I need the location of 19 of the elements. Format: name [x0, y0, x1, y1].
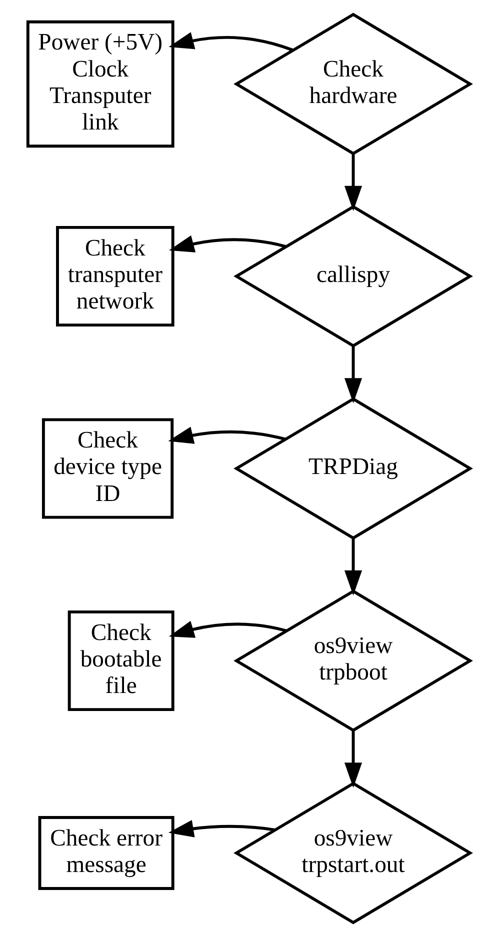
arrow — [168, 820, 276, 838]
node-diamond: TRPDiag — [234, 397, 473, 540]
node-box: Check error message — [38, 816, 174, 890]
node-box: Power (+5V) Clock Transputer link — [26, 20, 174, 148]
node-diamond: os9view trpboot — [234, 590, 473, 732]
arrow — [168, 32, 294, 52]
node-box: Check transputer network — [56, 226, 174, 327]
node-diamond: os9view trpstart.out — [234, 782, 473, 924]
arrow — [168, 235, 286, 252]
node-diamond: callispy — [234, 205, 473, 348]
arrow — [344, 538, 362, 596]
arrow — [168, 426, 286, 444]
arrow — [344, 154, 362, 212]
arrow — [344, 730, 362, 788]
arrow — [168, 620, 287, 638]
node-box: Check bootable file — [68, 610, 174, 712]
node-diamond: Check hardware — [234, 12, 473, 156]
node-box: Check device type ID — [42, 418, 174, 519]
arrow — [344, 346, 362, 404]
